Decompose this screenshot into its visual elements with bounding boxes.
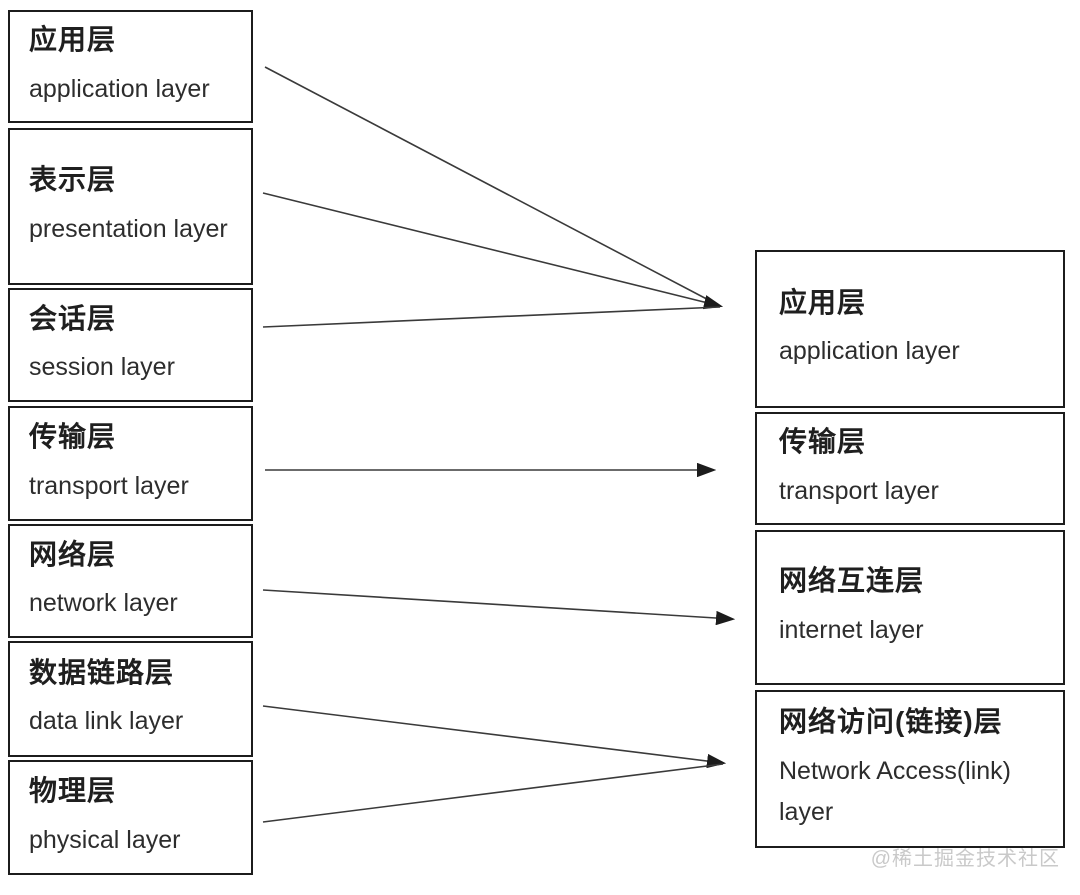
osi-box-transport: 传输层 transport layer xyxy=(8,406,253,521)
layer-title-zh: 数据链路层 xyxy=(29,656,175,688)
osi-box-data-link: 数据链路层 data link layer xyxy=(8,641,253,757)
arrow-data-link-layer-to-tcpip-network-access-layer xyxy=(262,705,727,769)
layer-title-zh: 网络层 xyxy=(29,538,117,570)
tcpip-box-application: 应用层 application layer xyxy=(755,250,1065,408)
layer-title-zh: 传输层 xyxy=(29,421,117,453)
layer-title-zh: 网络互连层 xyxy=(779,565,925,597)
layer-title-en: transport layer xyxy=(779,476,939,505)
layer-title-zh: 物理层 xyxy=(29,775,117,807)
layer-title-en: Network Access(link) layer xyxy=(779,756,1011,826)
arrow-session-layer-to-tcpip-application-layer xyxy=(262,306,721,328)
tcpip-box-network-access: 网络访问(链接)层 Network Access(link) layer xyxy=(755,690,1065,848)
layer-title-en: internet layer xyxy=(779,615,924,644)
watermark: @稀土掘金技术社区 xyxy=(870,848,1060,870)
layer-title-en: physical layer xyxy=(29,825,181,854)
layer-title-en: network layer xyxy=(29,589,178,618)
layer-title-zh: 应用层 xyxy=(779,286,867,318)
osi-box-physical: 物理层 physical layer xyxy=(8,760,253,875)
layer-title-en: application layer xyxy=(779,337,960,366)
layer-title-zh: 应用层 xyxy=(29,24,117,56)
layer-title-en: transport layer xyxy=(29,471,189,500)
osi-box-network: 网络层 network layer xyxy=(8,524,253,638)
layer-title-en: application layer xyxy=(29,74,210,103)
layer-title-zh: 表示层 xyxy=(29,164,117,196)
layer-title-zh: 网络访问(链接)层 xyxy=(779,705,1003,737)
tcpip-box-transport: 传输层 transport layer xyxy=(755,412,1065,525)
arrow-presentation-layer-to-tcpip-application-layer xyxy=(262,192,724,310)
layer-title-zh: 会话层 xyxy=(29,302,117,334)
osi-box-presentation: 表示层 presentation layer xyxy=(8,128,253,285)
arrow-application-layer-to-tcpip-application-layer xyxy=(264,66,721,307)
layer-title-zh: 传输层 xyxy=(779,426,867,458)
layer-title-en: data link layer xyxy=(29,707,184,736)
layer-title-en: session layer xyxy=(29,353,175,382)
osi-box-session: 会话层 session layer xyxy=(8,288,253,402)
layer-title-en: presentation layer xyxy=(29,214,228,243)
tcpip-box-internet: 网络互连层 internet layer xyxy=(755,530,1065,685)
arrow-physical-layer-to-tcpip-network-access-layer xyxy=(262,763,724,823)
osi-box-application: 应用层 application layer xyxy=(8,10,253,123)
arrow-network-layer-to-tcpip-internet-layer xyxy=(262,589,736,626)
